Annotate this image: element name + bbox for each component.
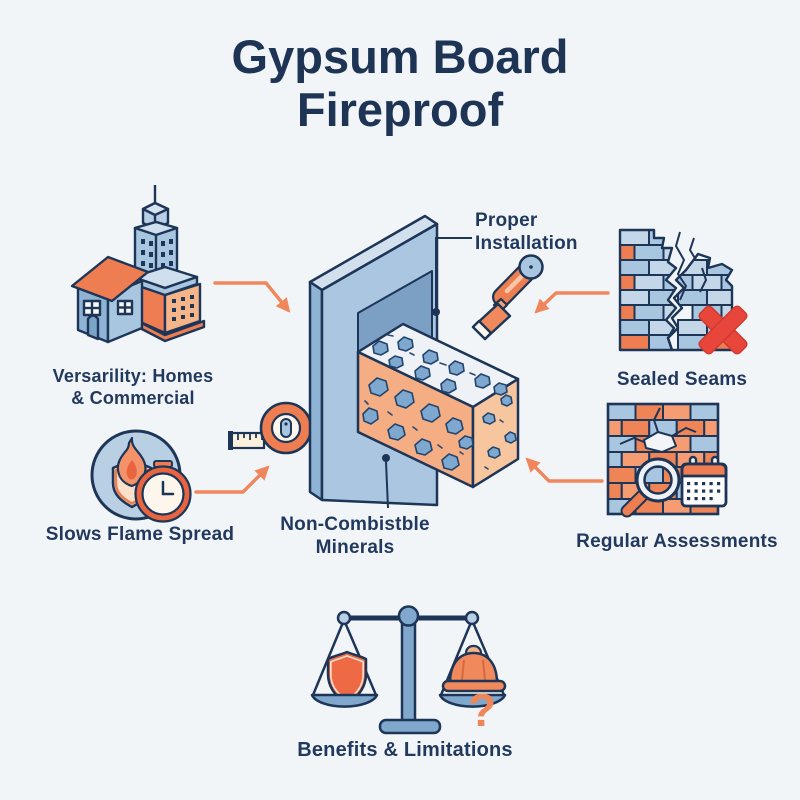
commercial-building-icon bbox=[131, 265, 206, 343]
question-mark: ? bbox=[467, 684, 497, 736]
versatility-label: Versarility: Homes & Commercial bbox=[52, 366, 214, 408]
flame-spread-label: Slows Flame Spread bbox=[45, 524, 235, 545]
panel-left-edge bbox=[308, 280, 324, 502]
calendar-icon bbox=[680, 455, 728, 508]
gypsum-board-cross-section bbox=[308, 214, 520, 507]
mineral-stones bbox=[362, 336, 517, 471]
trowel-icon bbox=[471, 254, 544, 341]
buildings-icon bbox=[70, 185, 206, 344]
left-pan bbox=[310, 693, 379, 708]
scale-base bbox=[378, 718, 442, 735]
non-combustible-label: Non-Combistble Minerals bbox=[280, 514, 430, 559]
proper-installation-label: Proper Installation bbox=[475, 210, 578, 255]
sealed-seams-label: Sealed Seams bbox=[616, 369, 748, 390]
right-pan bbox=[438, 693, 507, 708]
scale-pole bbox=[400, 620, 417, 724]
hard-hat-icon bbox=[441, 644, 507, 693]
crack-lines bbox=[619, 407, 697, 445]
regular-assessments-label: Regular Assessments bbox=[576, 531, 778, 552]
benefits-label: Benefits & Limitations bbox=[297, 739, 513, 761]
balance-scale-icon bbox=[310, 605, 507, 735]
page-title: Gypsum Board Fireproof bbox=[0, 30, 800, 136]
title-line-2: Fireproof bbox=[296, 83, 504, 137]
x-mark-icon bbox=[698, 305, 748, 355]
wall-magnifier-calendar-icon bbox=[606, 402, 728, 518]
magnifier-icon bbox=[620, 457, 681, 518]
stopwatch-icon bbox=[134, 460, 192, 523]
house-icon bbox=[70, 255, 150, 344]
title-line-1: Gypsum Board bbox=[231, 30, 569, 83]
flame-shield-timer-icon bbox=[90, 429, 192, 523]
crack-lines bbox=[675, 231, 707, 301]
arrow-flame-to-board bbox=[194, 465, 270, 494]
cracked-wall-x-icon bbox=[618, 228, 748, 355]
